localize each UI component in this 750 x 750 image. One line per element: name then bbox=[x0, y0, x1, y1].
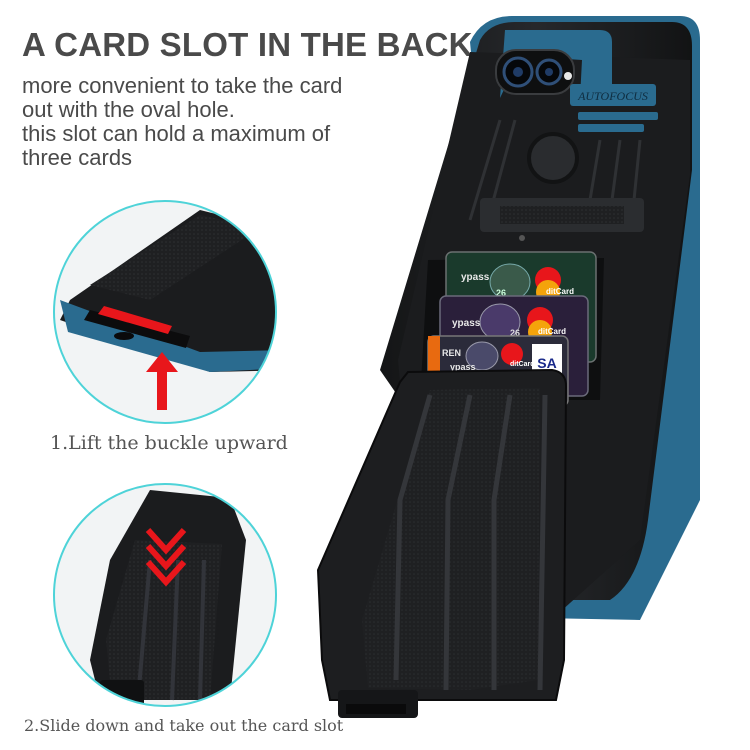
bumper-edge bbox=[60, 300, 276, 372]
description-line: three cards bbox=[22, 145, 133, 170]
autofocus-badge bbox=[570, 84, 656, 106]
port-hole bbox=[114, 332, 134, 340]
card-tag: ypass bbox=[452, 318, 481, 329]
camera-lens-inner bbox=[545, 68, 553, 76]
card-holder bbox=[316, 368, 568, 718]
flash-icon bbox=[564, 72, 572, 80]
card-logo-red bbox=[501, 343, 523, 365]
camera-module-blue bbox=[500, 30, 612, 100]
port-recess bbox=[84, 310, 190, 348]
holder-tab-slot bbox=[346, 704, 406, 714]
card-brand: ditCard bbox=[538, 327, 566, 336]
description: more convenient to take the card out wit… bbox=[22, 74, 412, 170]
camera-lens-inner bbox=[513, 67, 523, 77]
buckle-highlight bbox=[98, 306, 172, 334]
card-holder-ribs bbox=[393, 394, 548, 691]
holder-tab bbox=[100, 680, 144, 706]
holder-ribs bbox=[136, 559, 206, 701]
card-brand-small: ditCard bbox=[510, 361, 535, 368]
card-tag: ypass bbox=[461, 272, 490, 283]
card-brand: SA bbox=[537, 355, 556, 371]
blue-stripe bbox=[578, 112, 658, 120]
card-number: 26 bbox=[510, 328, 520, 338]
description-line: this slot can hold a maximum of bbox=[22, 121, 331, 146]
holder-texture bbox=[106, 540, 222, 700]
blue-stripe bbox=[578, 124, 644, 132]
description-line: more convenient to take the card bbox=[22, 73, 343, 98]
step-1-label: 1.Lift the buckle upward bbox=[50, 432, 288, 454]
card-brand: ditCard bbox=[546, 287, 574, 296]
description-line: out with the oval hole. bbox=[22, 97, 235, 122]
kickstand-grip bbox=[500, 206, 624, 224]
headline: A CARD SLOT IN THE BACK bbox=[22, 26, 473, 63]
autofocus-label: AUTOFOCUS bbox=[577, 89, 648, 103]
fingerprint-hole bbox=[527, 132, 579, 184]
lift-arrow-icon bbox=[146, 352, 178, 410]
slide-down-chevron-icon bbox=[145, 527, 187, 587]
detail-circle-lift bbox=[53, 200, 277, 424]
card-side-text: REN bbox=[442, 348, 461, 358]
circle-outline bbox=[53, 483, 277, 707]
card-number: 26 bbox=[496, 288, 506, 298]
circle-outline bbox=[53, 200, 277, 424]
detail-circle-slide bbox=[53, 483, 277, 707]
card-tag: ypass bbox=[450, 362, 476, 372]
case-texture bbox=[90, 215, 260, 300]
kickstand-screw bbox=[519, 235, 525, 241]
step-2-label: 2.Slide down and take out the card slot bbox=[24, 716, 344, 735]
